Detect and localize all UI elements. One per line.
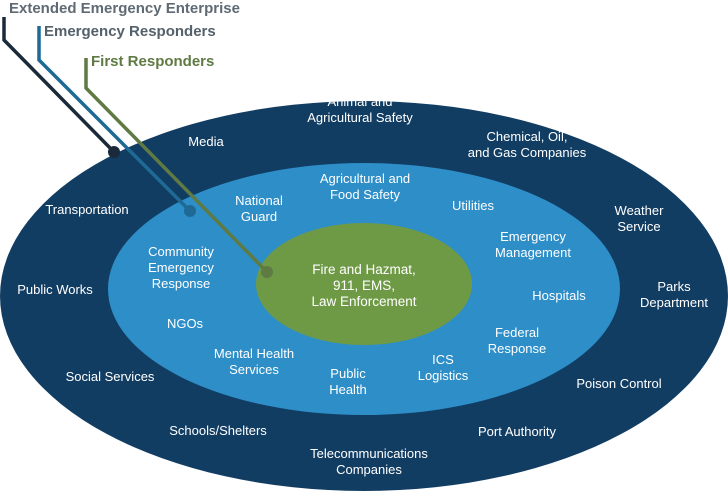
label-federal-response: Federal Response	[487, 325, 547, 356]
label-port-authority: Port Authority	[477, 424, 557, 439]
label-fire-hazmat-911-ems-law: Fire and Hazmat, 911, EMS, Law Enforceme…	[311, 262, 417, 309]
label-mental-health-services: Mental Health Services	[213, 346, 295, 377]
label-hospitals: Hospitals	[532, 288, 586, 303]
label-poison-control: Poison Control	[576, 376, 662, 391]
label-public-health: Public Health	[329, 366, 367, 397]
label-animal-agricultural-safety: Animal and Agricultural Safety	[307, 94, 413, 125]
label-telecommunications: Telecommunications Companies	[310, 446, 428, 477]
extended-connector-dot	[108, 146, 120, 158]
label-ngos: NGOs	[166, 316, 204, 331]
label-utilities: Utilities	[452, 198, 494, 213]
label-media: Media	[188, 134, 224, 149]
label-ics-logistics: ICS Logistics	[417, 352, 469, 383]
label-chemical-oil-gas: Chemical, Oil, and Gas Companies	[467, 129, 587, 160]
label-transportation: Transportation	[45, 202, 129, 217]
label-agricultural-food-safety: Agricultural and Food Safety	[319, 171, 411, 202]
label-national-guard: National Guard	[235, 193, 283, 224]
label-social-services: Social Services	[65, 369, 155, 384]
emergency-connector-dot	[184, 205, 196, 217]
label-parks-department: Parks Department	[640, 279, 708, 310]
first-connector-line	[84, 58, 269, 274]
extended-enterprise-title: Extended Emergency Enterprise	[9, 0, 240, 17]
first-responders-title: First Responders	[91, 53, 215, 70]
label-community-emergency-response: Community Emergency Response	[148, 244, 214, 291]
label-public-works: Public Works	[17, 282, 93, 297]
first-responders-ring	[256, 223, 472, 345]
first-connector-dot	[261, 266, 273, 278]
emergency-connector-line	[37, 26, 192, 213]
emergency-responders-title: Emergency Responders	[44, 23, 216, 40]
label-emergency-management: Emergency Management	[495, 229, 571, 260]
label-schools-shelters: Schools/Shelters	[169, 423, 267, 438]
extended-connector-line	[2, 17, 116, 154]
label-weather-service: Weather Service	[614, 203, 664, 234]
